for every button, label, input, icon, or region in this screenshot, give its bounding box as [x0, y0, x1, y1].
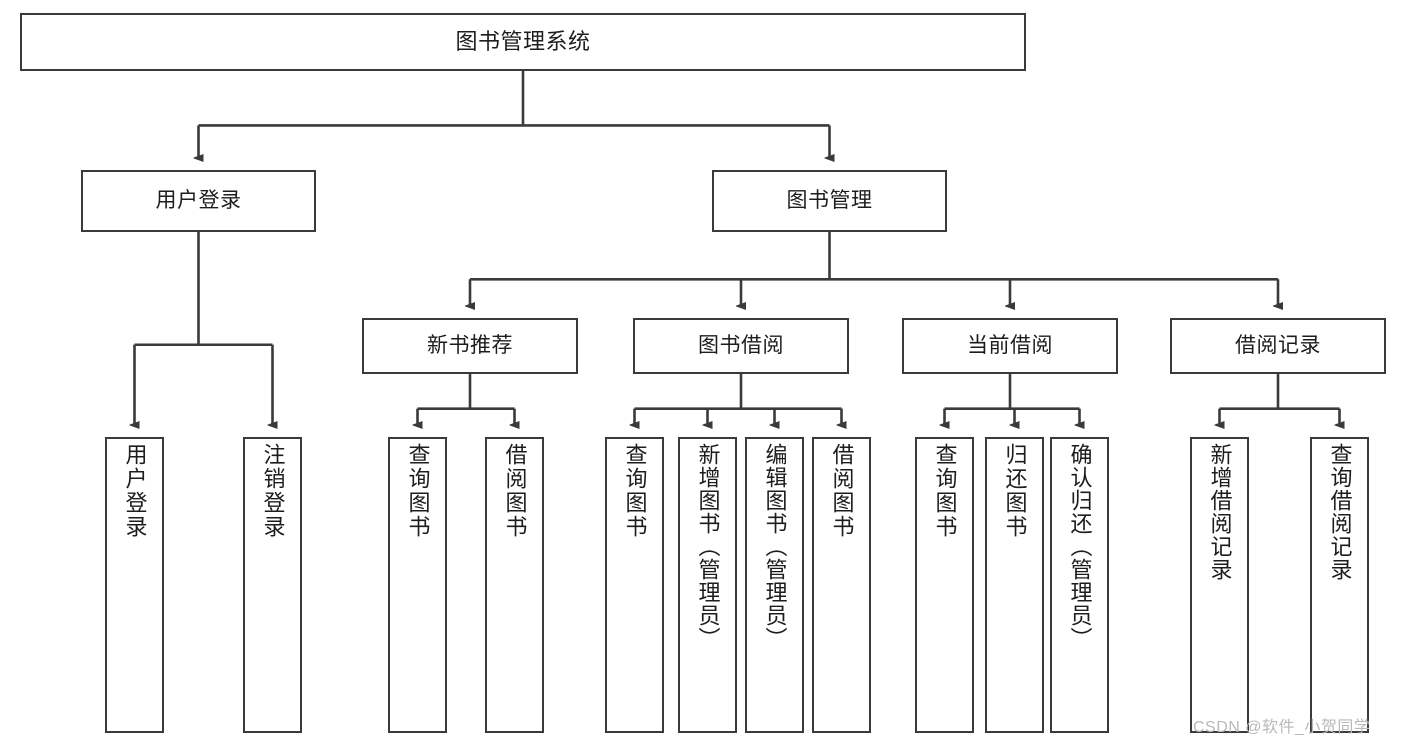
node-label: 注销登录 [260, 443, 286, 539]
node-label: 图书借阅 [698, 333, 784, 357]
node-label: 当前借阅 [967, 333, 1053, 357]
node-label: 查询图书 [622, 443, 648, 539]
node-label: 编辑图书（管理员） [762, 443, 788, 650]
node-leaf-1[interactable]: 用户登录 [105, 437, 164, 733]
node-records[interactable]: 借阅记录 [1170, 318, 1386, 374]
node-leaf-5[interactable]: 查询图书 [605, 437, 664, 733]
node-label: 图书管理系统 [455, 29, 591, 55]
node-label: 用户登录 [122, 443, 148, 539]
node-label: 确认归还（管理员） [1067, 443, 1093, 650]
node-leaf-2[interactable]: 注销登录 [243, 437, 302, 733]
node-leaf-3[interactable]: 查询图书 [388, 437, 447, 733]
node-label: 借阅记录 [1235, 333, 1321, 357]
node-leaf-6[interactable]: 新增图书（管理员） [678, 437, 737, 733]
node-leaf-8[interactable]: 借阅图书 [812, 437, 871, 733]
node-label: 借阅图书 [829, 443, 855, 539]
node-leaf-9[interactable]: 查询图书 [915, 437, 974, 733]
node-current[interactable]: 当前借阅 [902, 318, 1118, 374]
node-label: 查询图书 [932, 443, 958, 539]
node-label: 新书推荐 [427, 333, 513, 357]
node-label: 新增借阅记录 [1207, 443, 1233, 581]
node-leaf-7[interactable]: 编辑图书（管理员） [745, 437, 804, 733]
node-label: 借阅图书 [502, 443, 528, 539]
node-leaf-12[interactable]: 新增借阅记录 [1190, 437, 1249, 733]
node-bookmgmt[interactable]: 图书管理 [712, 170, 947, 232]
node-label: 图书管理 [786, 188, 873, 212]
node-newrec[interactable]: 新书推荐 [362, 318, 578, 374]
node-root[interactable]: 图书管理系统 [20, 13, 1026, 71]
node-leaf-4[interactable]: 借阅图书 [485, 437, 544, 733]
node-label: 新增图书（管理员） [695, 443, 721, 650]
node-leaf-11[interactable]: 确认归还（管理员） [1050, 437, 1109, 733]
node-borrow[interactable]: 图书借阅 [633, 318, 849, 374]
node-login[interactable]: 用户登录 [81, 170, 316, 232]
watermark: CSDN @软件_小贺同学 [1193, 719, 1371, 736]
node-label: 用户登录 [155, 188, 242, 212]
node-label: 查询图书 [405, 443, 431, 539]
node-leaf-10[interactable]: 归还图书 [985, 437, 1044, 733]
node-label: 归还图书 [1002, 443, 1028, 539]
node-label: 查询借阅记录 [1327, 443, 1353, 581]
node-leaf-13[interactable]: 查询借阅记录 [1310, 437, 1369, 733]
